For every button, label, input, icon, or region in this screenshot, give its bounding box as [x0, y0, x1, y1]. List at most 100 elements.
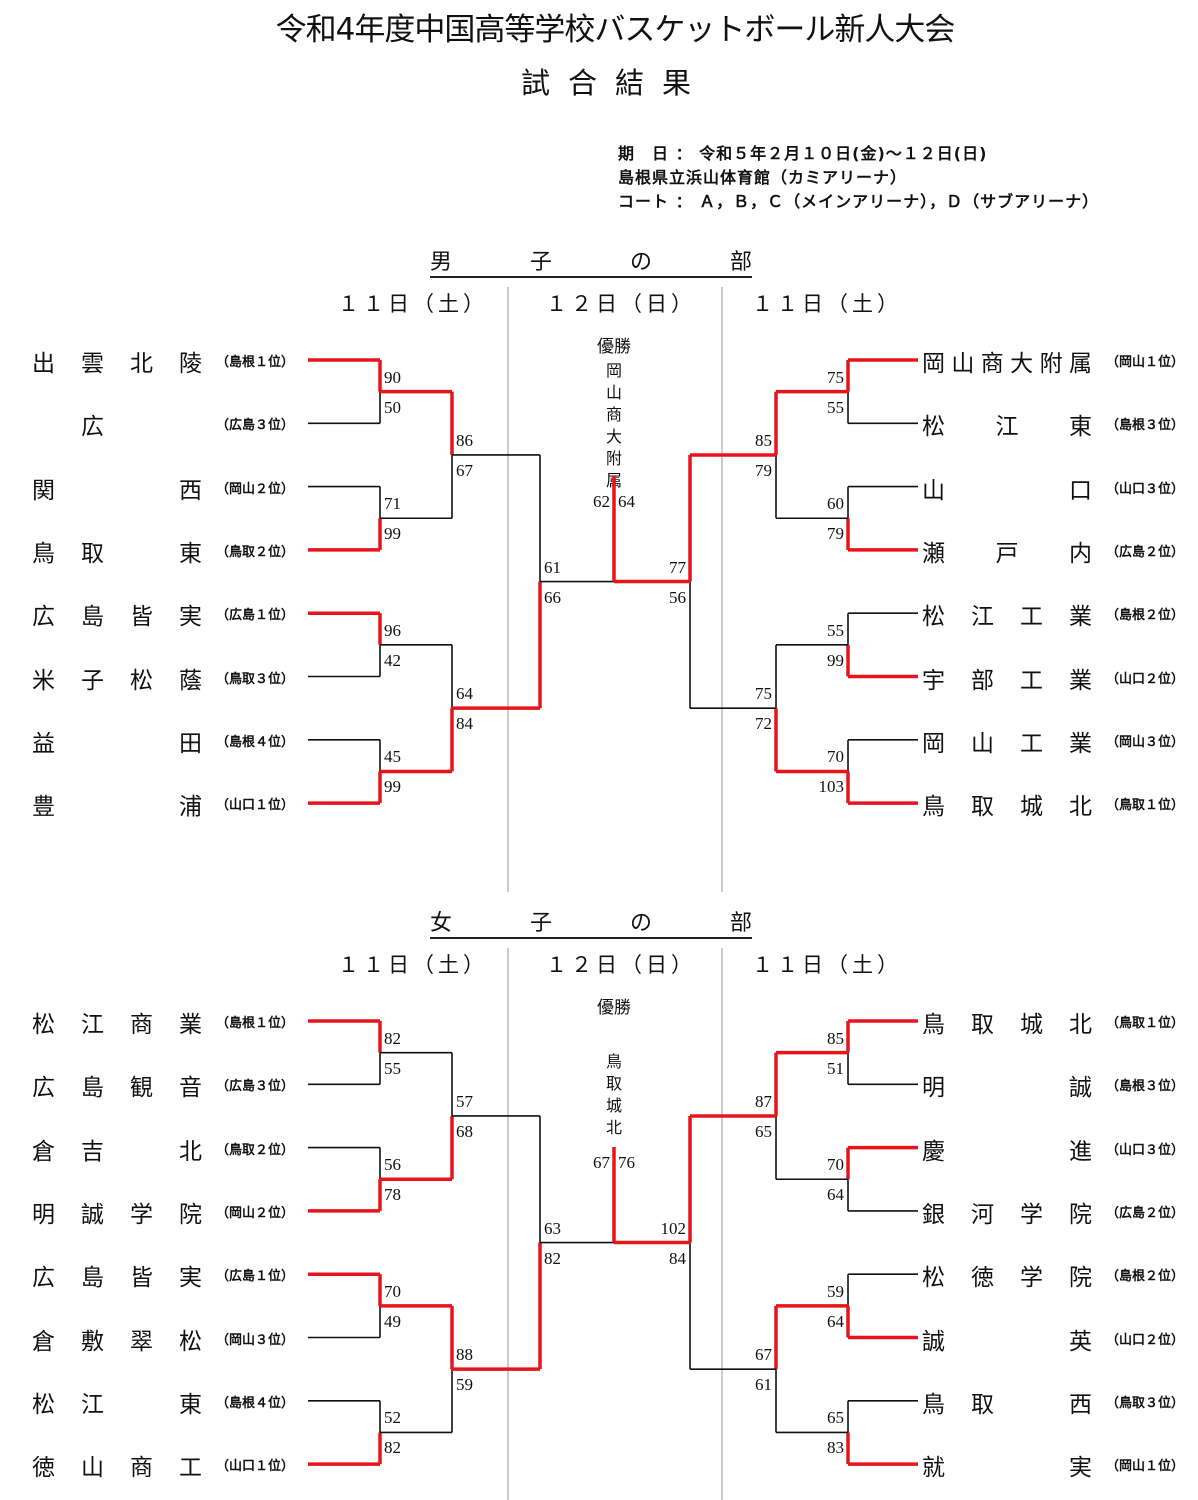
right-team-name: 松 江 東	[922, 407, 1092, 441]
team-prefecture-rank: （島根１位）	[216, 1016, 295, 1031]
left-team-name: 倉吉 北	[32, 1132, 202, 1166]
team-name-char: 松	[32, 1391, 55, 1418]
score-bottom: 78	[384, 1185, 401, 1205]
team-prefecture-rank: （島根４位）	[216, 734, 295, 750]
champion-name-char: 岡	[605, 361, 622, 380]
score-top: 102	[660, 1218, 687, 1238]
team-name-char: 工	[1020, 667, 1043, 694]
team-name-char: 岡	[922, 730, 945, 757]
day-label-right: １１日（土）	[752, 292, 902, 316]
champion-label: 優勝	[597, 337, 631, 357]
section-title-char: 女	[430, 911, 453, 936]
section-title-char: 子	[529, 250, 552, 275]
score-bottom: 49	[384, 1311, 401, 1331]
team-prefecture-rank: （岡山３位）	[216, 1332, 295, 1348]
left-team-name: 鳥取 東	[32, 534, 202, 568]
info-courts: コート ： Ａ，Ｂ，Ｃ（メインアリーナ），Ｄ（サブアリーナ）	[618, 192, 1100, 211]
team-name-char: 業	[1069, 730, 1092, 757]
team-prefecture-rank: （広島１位）	[216, 608, 295, 624]
team-name-char: 瀬	[922, 540, 945, 567]
team-name-char: 浦	[179, 794, 202, 821]
team-name-char: 属	[1068, 351, 1092, 377]
team-name-char: 明	[922, 1075, 945, 1102]
score-bottom: 68	[456, 1121, 473, 1141]
right-team-name: 瀬 戸 内	[922, 534, 1092, 568]
score-bottom: 99	[384, 777, 401, 797]
score-bottom: 59	[456, 1375, 473, 1395]
score-bottom: 64	[827, 1311, 844, 1331]
team-name-char: 北	[1069, 794, 1092, 821]
score-top: 75	[827, 367, 844, 387]
team-name-char: 英	[1069, 1328, 1092, 1355]
score-bottom: 61	[755, 1375, 772, 1395]
team-name-char: 業	[179, 1012, 202, 1038]
team-name-char: 島	[81, 1265, 104, 1292]
team-prefecture-rank: （広島３位）	[216, 1079, 295, 1095]
score-top: 56	[384, 1155, 401, 1175]
team-name-char: 誠	[922, 1328, 945, 1355]
team-name-char: 観	[130, 1075, 153, 1102]
team-prefecture-rank: （岡山１位）	[1106, 1459, 1185, 1475]
right-team-name: 宇部工業	[922, 661, 1092, 695]
team-name-char: 工	[1020, 730, 1043, 757]
score-top: 63	[544, 1218, 561, 1238]
score-top: 70	[827, 1155, 844, 1175]
team-name-char: 翠	[130, 1328, 153, 1355]
team-prefecture-rank: （鳥取２位）	[216, 1142, 295, 1158]
team-prefecture-rank: （島根３位）	[1106, 1079, 1185, 1095]
right-team-name: 慶 進	[922, 1132, 1092, 1166]
team-name-char: 鳥	[922, 794, 945, 821]
team-name-char: 出	[32, 351, 55, 377]
score-top: 88	[456, 1345, 473, 1365]
team-name-char: 大	[1010, 351, 1034, 377]
score-bottom: 84	[456, 714, 473, 734]
team-name-char: 広	[32, 604, 55, 631]
section-title-char: 部	[729, 250, 752, 275]
score-bottom: 56	[669, 587, 686, 607]
team-name-char: 部	[971, 667, 994, 694]
team-prefecture-rank: （山口１位）	[216, 1459, 295, 1475]
team-name-char: 誠	[1069, 1075, 1092, 1102]
left-team-name: 松江 東	[32, 1385, 202, 1419]
team-name-char: 西	[179, 477, 202, 504]
team-prefecture-rank: （島根３位）	[1106, 418, 1185, 434]
team-prefecture-rank: （山口２位）	[1106, 671, 1185, 687]
left-team-name: 益 田	[32, 724, 202, 758]
team-name-char: 口	[1069, 477, 1092, 504]
team-prefecture-rank: （広島３位）	[216, 418, 295, 434]
right-team-name: 岡山商大附属	[922, 344, 1092, 378]
score-top: 75	[755, 684, 772, 704]
score-top: 77	[669, 557, 686, 577]
page-title: 令和4年度中国高等学校バスケットボール新人大会	[275, 12, 956, 48]
score-top: 52	[384, 1408, 401, 1428]
section-title: 男子の部	[430, 250, 752, 278]
team-name-char: 江	[971, 604, 994, 631]
team-prefecture-rank: （広島１位）	[216, 1269, 295, 1285]
score-top: 70	[827, 747, 844, 767]
team-prefecture-rank: （広島２位）	[1106, 1205, 1185, 1221]
team-name-char: 東	[1069, 414, 1092, 441]
team-name-char: 城	[1020, 1012, 1043, 1038]
team-name-char: 倉	[32, 1328, 55, 1355]
team-name-char: 江	[81, 1012, 104, 1038]
right-team-name: 明 誠	[922, 1068, 1092, 1102]
team-name-char: 工	[1020, 604, 1043, 631]
right-team-name: 誠 英	[922, 1322, 1092, 1356]
left-team-name: 関 西	[32, 471, 202, 505]
score-bottom: 42	[384, 650, 401, 670]
section-title-char: 部	[729, 911, 752, 936]
champion-name-char: 鳥	[605, 1052, 622, 1071]
score-bottom: 99	[827, 650, 844, 670]
score-top: 70	[384, 1281, 401, 1301]
team-name-char: 城	[1020, 794, 1043, 821]
score-top: 85	[755, 430, 772, 450]
score-bottom: 79	[755, 460, 772, 480]
info-dates: 期 日 ： 令和５年２月１０日(金)～１２日(日)	[618, 144, 988, 163]
score-bottom: 83	[827, 1438, 844, 1458]
score-top: 59	[827, 1281, 844, 1301]
team-name-char: 松	[32, 1012, 55, 1038]
final-score-right: 76	[618, 1153, 635, 1172]
left-team-name: 米子松蔭	[32, 661, 202, 695]
team-name-char: 内	[1069, 540, 1092, 567]
